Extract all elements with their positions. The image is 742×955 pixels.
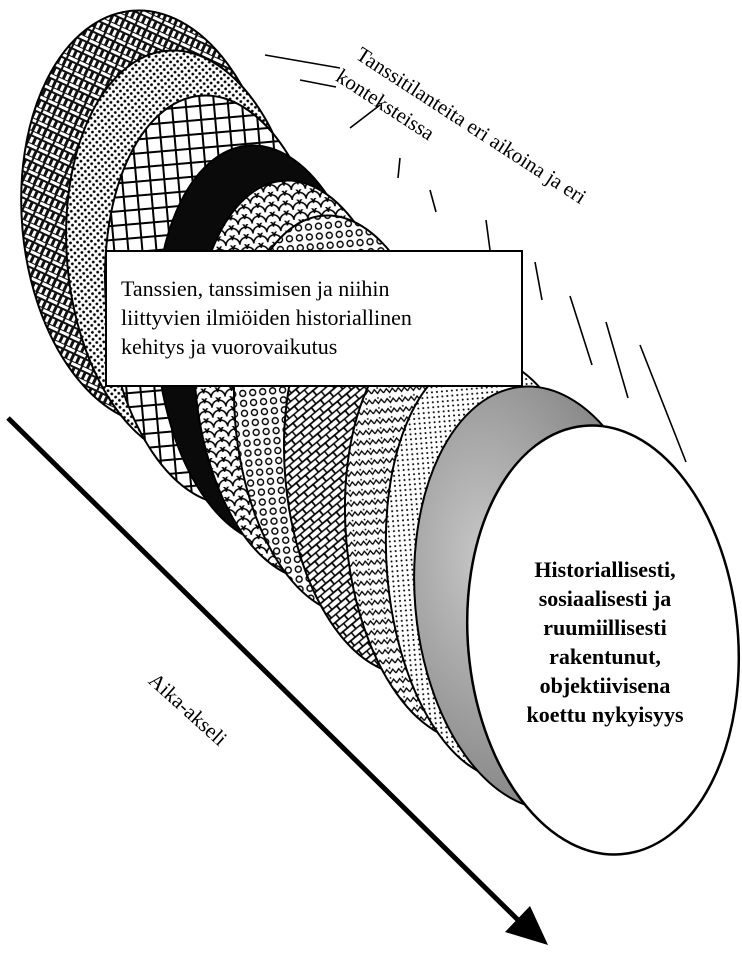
disc-stack (4, 0, 742, 866)
present-text-line: ruumiillisesti (480, 613, 730, 642)
history-text-box: Tanssien, tanssimisen ja niihin liittyvi… (105, 250, 523, 387)
history-text-line: liittyvien ilmiöiden historiallinen (121, 303, 507, 332)
present-text: Historiallisesti, sosiaalisesti ja ruumi… (480, 555, 730, 729)
present-text-line: koettu nykyisyys (480, 700, 730, 729)
present-text-line: rakentunut, (480, 642, 730, 671)
present-text-line: Historiallisesti, (480, 555, 730, 584)
present-text-line: objektiivisena (480, 671, 730, 700)
present-text-line: sosiaalisesti ja (480, 584, 730, 613)
history-text-line: kehitys ja vuorovaikutus (121, 332, 507, 361)
history-text-line: Tanssien, tanssimisen ja niihin (121, 274, 507, 303)
